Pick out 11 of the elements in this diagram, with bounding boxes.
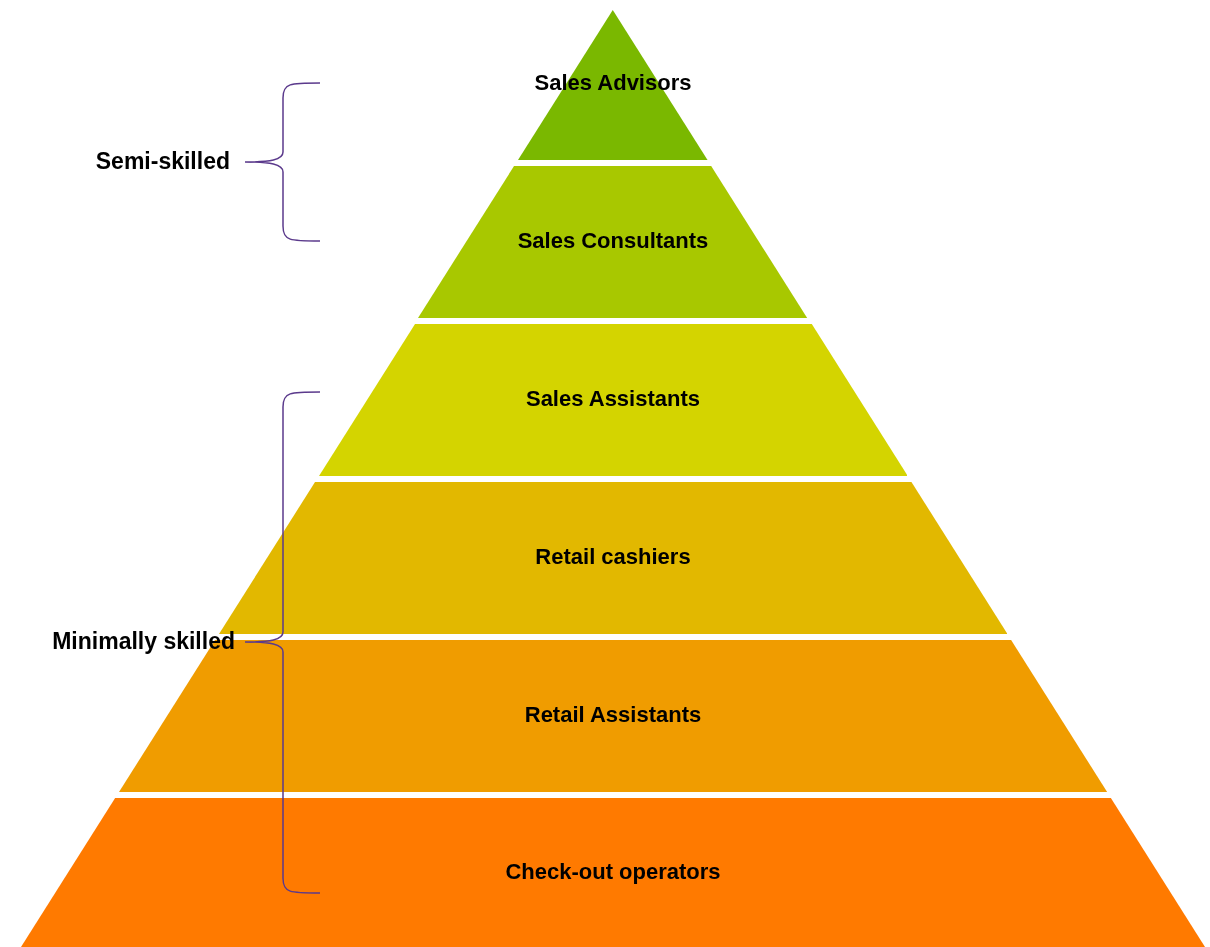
- pyramid-layer: [318, 324, 908, 476]
- group-label: Semi-skilled: [95, 148, 230, 175]
- pyramid-layer: [418, 166, 808, 318]
- layer-label: Retail Assistants: [523, 702, 703, 728]
- group-label: Minimally skilled: [52, 628, 235, 655]
- layer-label: Check-out operators: [504, 858, 722, 885]
- pyramid-layer: [21, 798, 1205, 947]
- layer-label: Sales Assistants: [524, 386, 701, 412]
- pyramid-layer: [518, 10, 708, 160]
- layer-label: Retail cashiers: [534, 544, 692, 570]
- layer-label: Sales Consultants: [516, 228, 710, 254]
